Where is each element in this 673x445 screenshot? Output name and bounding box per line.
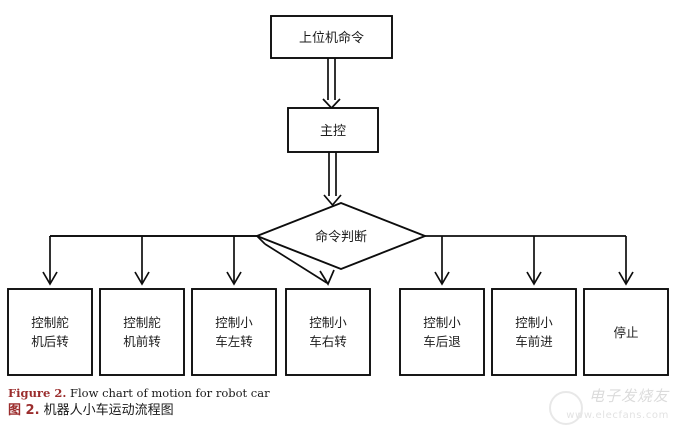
branch-node-5: 控制小 车后退 bbox=[399, 288, 485, 376]
connector-branch-4 bbox=[256, 235, 335, 286]
node-main-control-label: 主控 bbox=[320, 124, 346, 139]
node-host-command: 上位机命令 bbox=[270, 15, 393, 59]
branch-node-2-label-line1: 控制舵 bbox=[123, 315, 161, 330]
connector-branch-5 bbox=[434, 236, 450, 286]
connector-branch-3 bbox=[226, 236, 242, 286]
branch-node-4-label-line2: 车右转 bbox=[309, 334, 347, 349]
branch-node-7: 停止 bbox=[583, 288, 669, 376]
branch-node-5-label-line1: 控制小 bbox=[423, 315, 461, 330]
node-host-command-label: 上位机命令 bbox=[299, 30, 364, 46]
node-decision: 命令判断 bbox=[254, 201, 428, 271]
caption-figure-label-en: Figure 2. bbox=[8, 386, 67, 400]
caption-chinese: 图 2. 机器人小车运动流程图 bbox=[8, 402, 548, 419]
branch-node-2: 控制舵 机前转 bbox=[99, 288, 185, 376]
branch-node-6: 控制小 车前进 bbox=[491, 288, 577, 376]
figure-caption: Figure 2. Flow chart of motion for robot… bbox=[8, 386, 548, 419]
branch-node-3-label-line1: 控制小 bbox=[215, 315, 253, 330]
connector-host-to-main bbox=[322, 58, 341, 110]
node-decision-label: 命令判断 bbox=[315, 229, 367, 245]
caption-text-en: Flow chart of motion for robot car bbox=[69, 386, 270, 400]
branch-node-5-label-line2: 车后退 bbox=[423, 334, 461, 349]
branch-node-6-label-line1: 控制小 bbox=[515, 315, 553, 330]
branch-node-1: 控制舵 机后转 bbox=[7, 288, 93, 376]
branch-node-4: 控制小 车右转 bbox=[285, 288, 371, 376]
branch-node-7-label-line1: 停止 bbox=[613, 325, 638, 340]
caption-text-zh: 机器人小车运动流程图 bbox=[43, 403, 174, 418]
caption-english: Figure 2. Flow chart of motion for robot… bbox=[8, 386, 548, 401]
branch-node-1-label-line2: 机后转 bbox=[31, 334, 69, 349]
caption-figure-label-zh: 图 2. bbox=[8, 403, 40, 418]
branch-node-3-label-line2: 车左转 bbox=[215, 334, 253, 349]
connector-branch-7 bbox=[618, 236, 634, 286]
branch-bus bbox=[49, 235, 626, 237]
connector-branch-2 bbox=[134, 236, 150, 286]
node-main-control: 主控 bbox=[287, 107, 379, 153]
branch-node-2-label-line2: 机前转 bbox=[123, 334, 161, 349]
connector-main-to-decision bbox=[323, 152, 342, 207]
branch-node-3: 控制小 车左转 bbox=[191, 288, 277, 376]
branch-node-1-label-line1: 控制舵 bbox=[31, 315, 69, 330]
connector-branch-6 bbox=[526, 236, 542, 286]
branch-node-4-label-line1: 控制小 bbox=[309, 315, 347, 330]
branch-node-6-label-line2: 车前进 bbox=[515, 334, 553, 349]
connector-branch-1 bbox=[42, 236, 58, 286]
